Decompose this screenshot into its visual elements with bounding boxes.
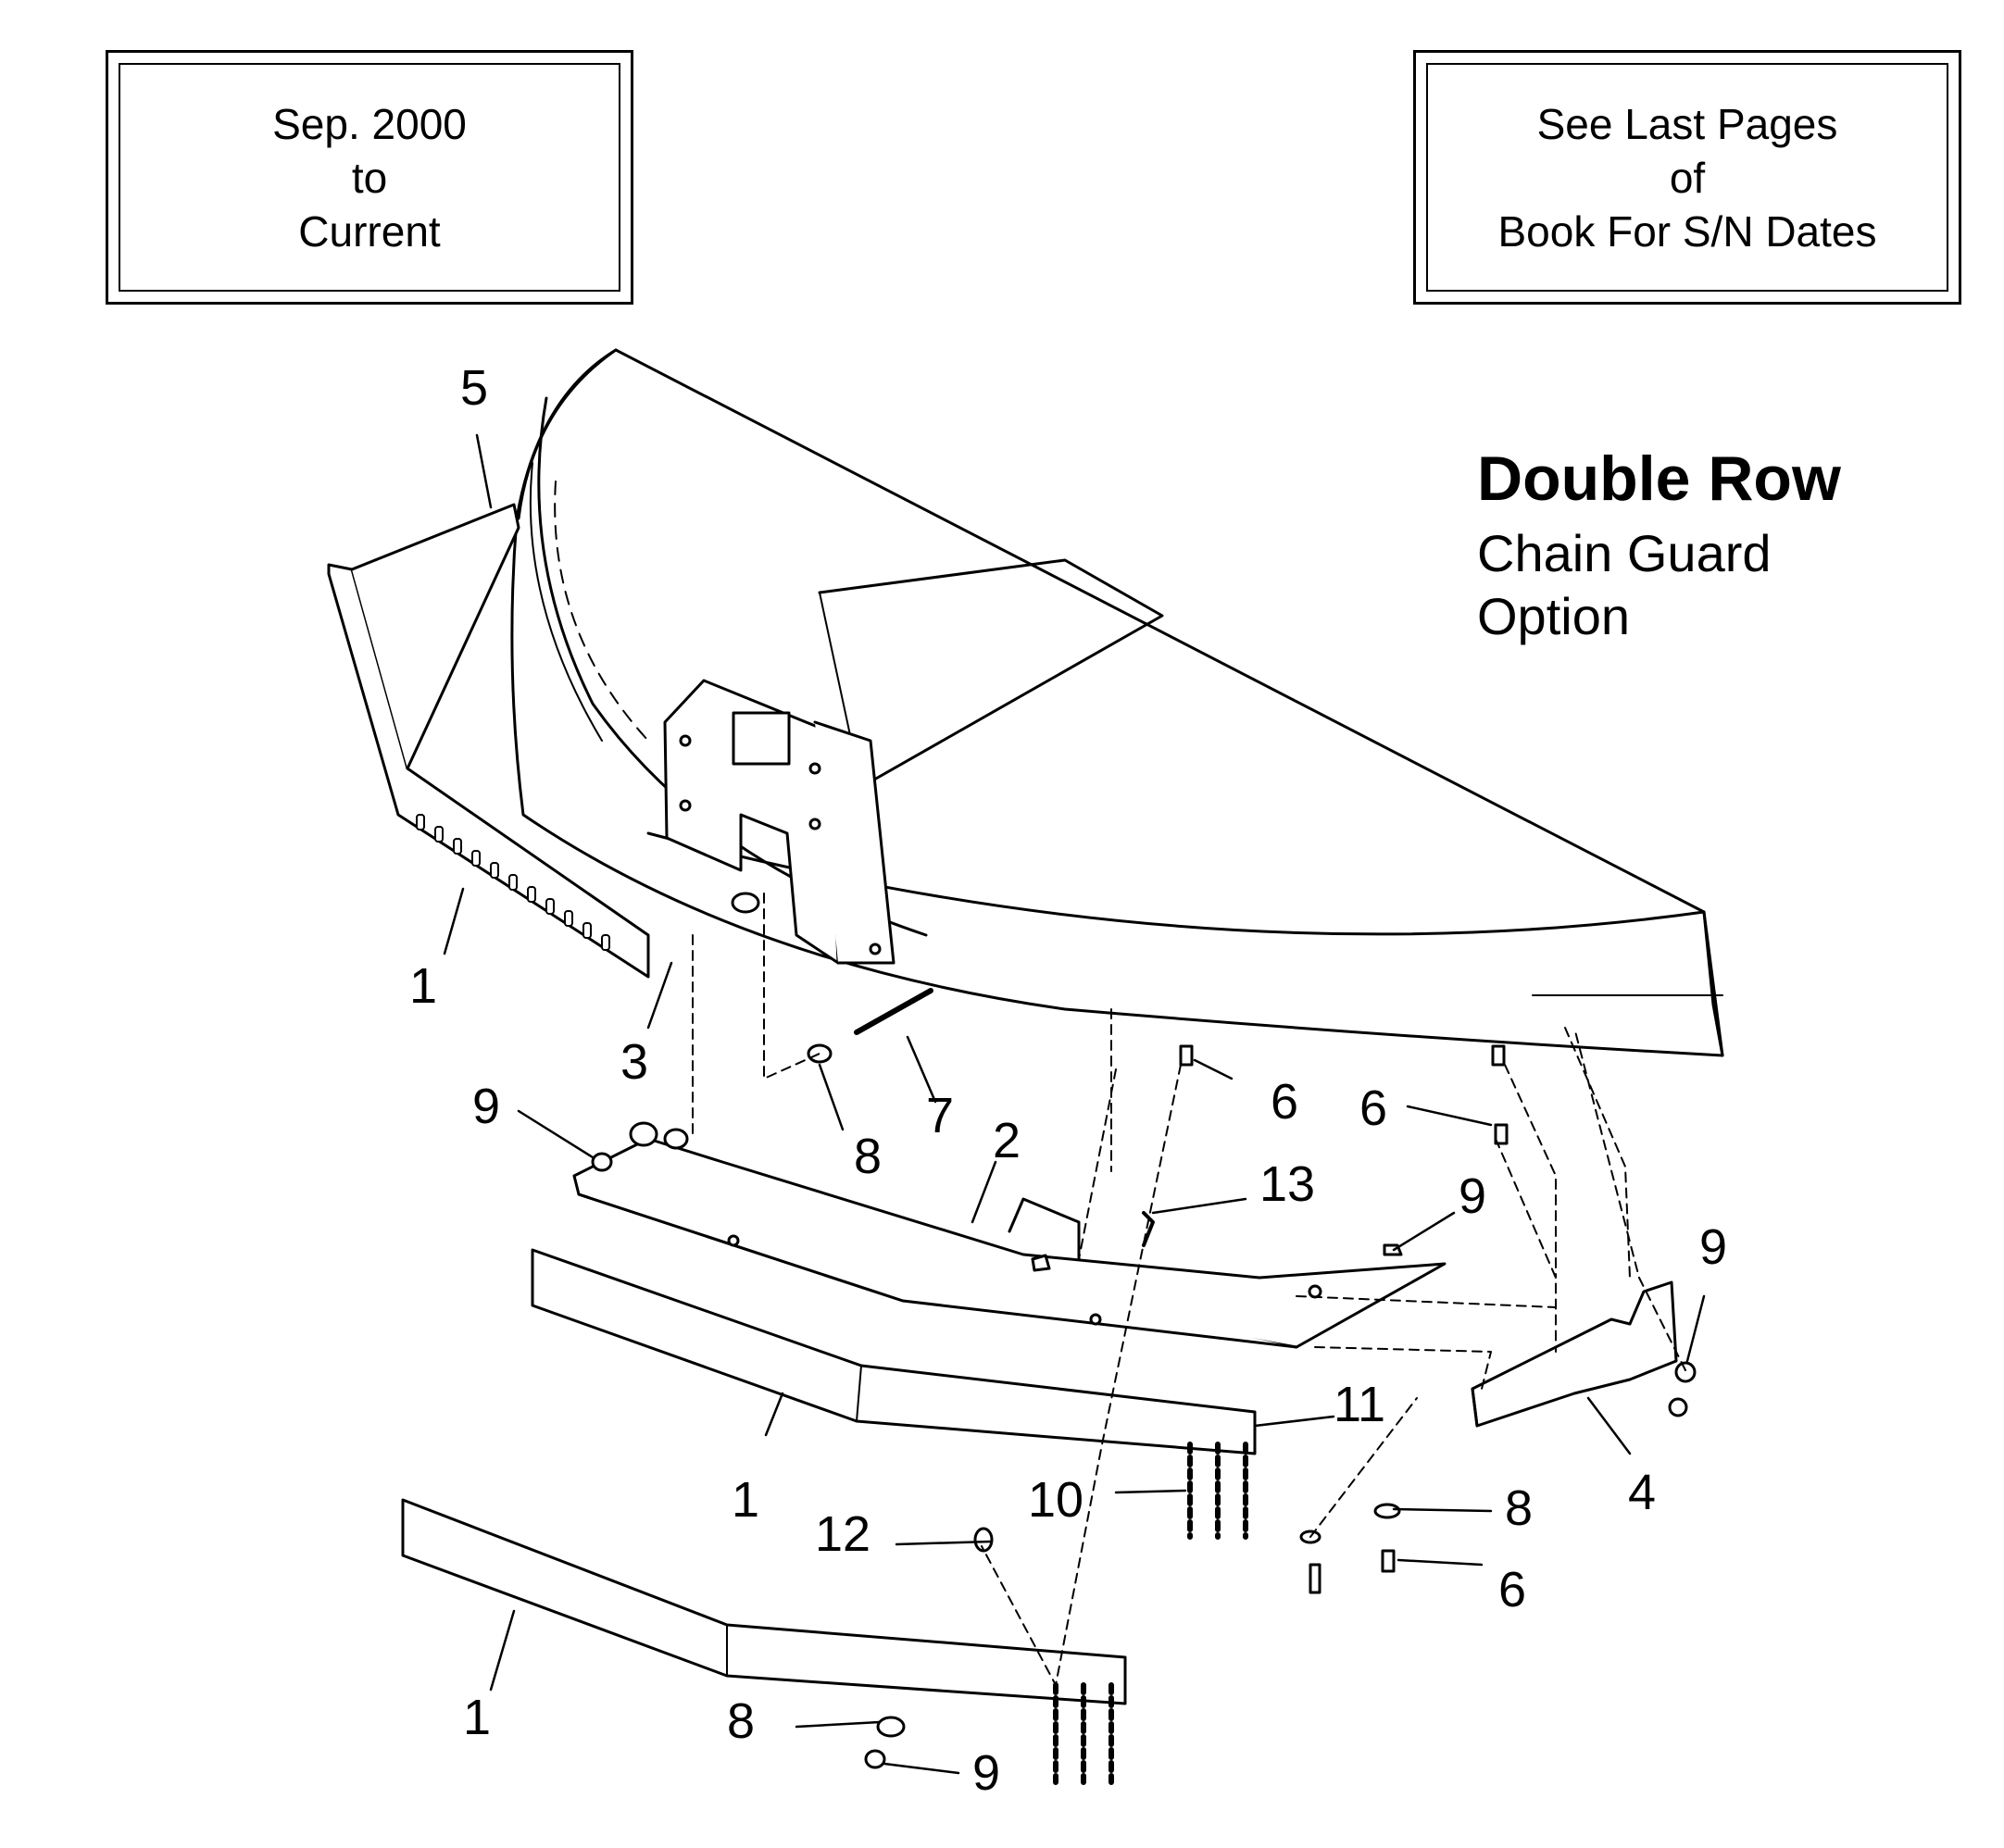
callout-1-upper: 1 [409,958,438,1014]
fasteners [591,988,1697,1769]
callout-9-center: 9 [1459,1168,1487,1224]
callout-8-right: 8 [1505,1480,1534,1536]
mounting-bracket [572,1121,1447,1349]
guard-plate-slots [416,814,610,951]
alignment-lines [692,893,1686,1686]
guard-plate-upper-left [327,503,650,979]
guard-plate-middle [531,1248,1257,1455]
callout-2: 2 [993,1113,1021,1168]
date-box-line-2: to [351,153,388,202]
note-box-line-3: Book For S/N Dates [1497,206,1877,256]
note-box [1413,50,1961,305]
date-box-text: Sep. 2000 to Current [119,63,620,292]
callout-3: 3 [620,1034,649,1090]
callout-7: 7 [926,1088,955,1143]
callout-8-lower: 8 [727,1693,756,1749]
callout-8-upper: 8 [854,1129,883,1184]
date-box-line-1: Sep. 2000 [272,99,467,148]
hitch-frame [663,679,896,965]
chains [1053,1442,1248,1785]
date-box-line-3: Current [298,206,441,256]
callout-9-right: 9 [1699,1219,1728,1275]
callout-1-lower: 1 [463,1690,492,1745]
diagram-subtitle-2: Option [1477,587,1630,645]
callout-12: 12 [815,1506,871,1562]
note-box-line-2: of [1669,153,1706,202]
callout-5: 5 [460,360,489,416]
callout-6-center: 6 [1271,1074,1299,1130]
callout-11: 11 [1334,1377,1386,1432]
note-box-line-1: See Last Pages [1536,99,1838,148]
callout-9-left: 9 [472,1079,501,1134]
leader-lines [443,433,1706,1775]
guard-plate-lower [401,1498,1127,1705]
date-box [106,50,633,305]
diagram-subtitle-1: Chain Guard [1477,524,1772,582]
diagram-title: Double Row [1477,443,1841,514]
callout-9-lower: 9 [972,1745,1001,1801]
right-bracket [1471,1280,1678,1428]
callout-6-right: 6 [1359,1080,1388,1136]
note-box-text: See Last Pages of Book For S/N Dates [1426,63,1948,292]
callout-6-lower: 6 [1498,1562,1527,1617]
callout-10: 10 [1028,1472,1084,1528]
callout-13: 13 [1259,1156,1316,1212]
callout-4: 4 [1628,1465,1657,1520]
callout-1-middle: 1 [732,1472,760,1528]
